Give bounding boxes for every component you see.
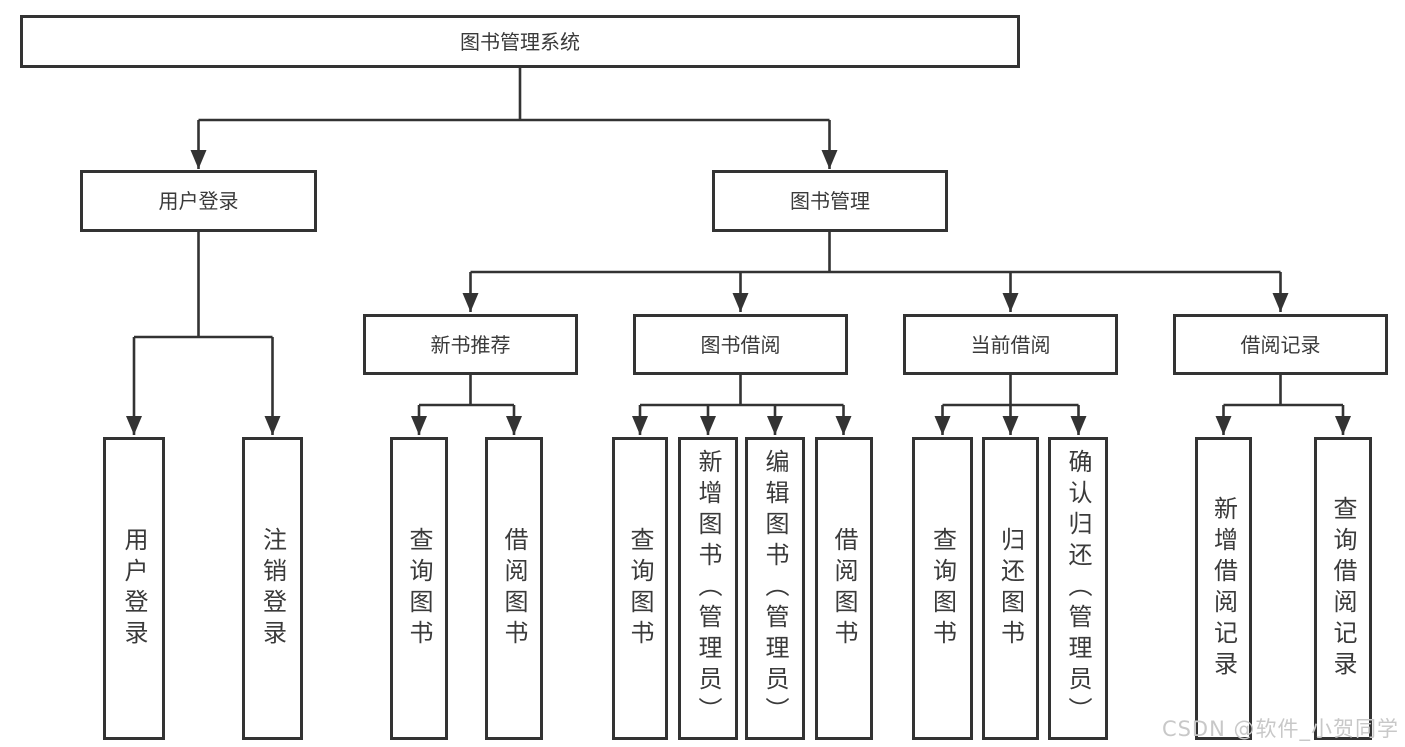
node-book-management: 图书管理 — [712, 170, 948, 232]
connector-book-management — [462, 232, 1289, 312]
leaf-add-borrow-record: 新增借阅记录 — [1195, 437, 1252, 740]
leaf-logout: 注销登录 — [242, 437, 303, 740]
leaf-add-books-admin: 新增图书（管理员） — [678, 437, 738, 740]
leaf-confirm-return-admin: 确认归还（管理员） — [1048, 437, 1108, 740]
watermark: CSDN @软件_小贺同学 — [1161, 717, 1399, 741]
leaf-query-books-recommend: 查询图书 — [390, 437, 448, 740]
leaf-borrow-books-borrowing: 借阅图书 — [815, 437, 873, 740]
connector-new-book-recommend — [411, 375, 522, 435]
leaf-edit-books-admin: 编辑图书（管理员） — [745, 437, 805, 740]
connector-root — [190, 68, 838, 169]
leaf-borrow-books-recommend: 借阅图书 — [485, 437, 543, 740]
connector-user-login — [126, 232, 281, 435]
connector-current-borrowing — [934, 375, 1087, 435]
node-new-book-recommend: 新书推荐 — [363, 314, 578, 375]
leaf-query-books-borrowing: 查询图书 — [612, 437, 668, 740]
leaf-return-books: 归还图书 — [982, 437, 1039, 740]
node-current-borrowing: 当前借阅 — [903, 314, 1118, 375]
node-book-borrowing: 图书借阅 — [633, 314, 848, 375]
leaf-user-login: 用户登录 — [103, 437, 165, 740]
node-user-login: 用户登录 — [80, 170, 317, 232]
node-library-system: 图书管理系统 — [20, 15, 1020, 68]
node-borrowing-records: 借阅记录 — [1173, 314, 1388, 375]
connector-borrowing-records — [1215, 375, 1351, 435]
connector-book-borrowing — [632, 375, 852, 435]
leaf-query-books-current: 查询图书 — [912, 437, 973, 740]
leaf-query-borrow-record: 查询借阅记录 — [1314, 437, 1372, 740]
